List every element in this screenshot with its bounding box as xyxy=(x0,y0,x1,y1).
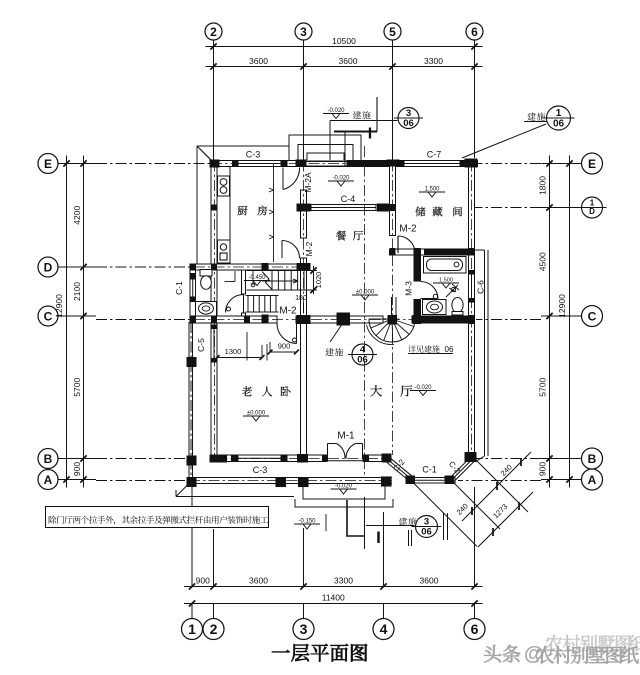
svg-text:4: 4 xyxy=(380,621,388,637)
svg-text:900: 900 xyxy=(196,576,210,586)
svg-text:M-2: M-2 xyxy=(304,241,314,256)
svg-text:3600: 3600 xyxy=(420,576,439,586)
svg-text:C-1: C-1 xyxy=(174,281,184,295)
svg-text:D: D xyxy=(44,260,53,274)
svg-text:A: A xyxy=(44,473,53,487)
svg-text:E: E xyxy=(588,157,596,171)
svg-text:3: 3 xyxy=(406,108,411,119)
svg-text:1.500: 1.500 xyxy=(439,278,453,284)
svg-text:A: A xyxy=(588,473,597,487)
svg-text:E: E xyxy=(44,157,52,171)
svg-text:06: 06 xyxy=(421,527,432,538)
svg-text:C-5: C-5 xyxy=(196,338,206,352)
svg-text:C: C xyxy=(44,309,53,323)
svg-text:C-3: C-3 xyxy=(253,465,268,475)
svg-text:@: @ xyxy=(524,643,544,665)
svg-text:900: 900 xyxy=(72,462,82,476)
svg-text:I: I xyxy=(368,126,372,143)
svg-text:M-1: M-1 xyxy=(337,431,355,442)
svg-text:06: 06 xyxy=(445,345,454,354)
svg-text:M-2: M-2 xyxy=(279,306,297,317)
svg-text:-0.020: -0.020 xyxy=(335,484,353,490)
svg-text:11400: 11400 xyxy=(322,593,345,603)
svg-text:3: 3 xyxy=(424,517,429,528)
svg-text:M-2A: M-2A xyxy=(303,172,313,193)
svg-text:2: 2 xyxy=(210,25,217,39)
svg-text:3: 3 xyxy=(300,25,307,39)
svg-text:3600: 3600 xyxy=(249,576,268,586)
svg-text:5: 5 xyxy=(389,25,396,39)
svg-text:06: 06 xyxy=(357,355,368,366)
svg-text:6: 6 xyxy=(471,621,479,637)
svg-text:1.500: 1.500 xyxy=(424,187,440,193)
svg-text:C-1: C-1 xyxy=(422,465,437,475)
svg-text:±0.000: ±0.000 xyxy=(247,411,266,417)
svg-text:3600: 3600 xyxy=(339,56,358,66)
svg-text:C-6: C-6 xyxy=(476,280,486,294)
svg-text:-0.020: -0.020 xyxy=(332,176,350,182)
svg-text:06: 06 xyxy=(403,118,414,129)
svg-text:I: I xyxy=(376,528,381,547)
svg-text:3600: 3600 xyxy=(249,56,268,66)
svg-text:4200: 4200 xyxy=(72,206,82,225)
svg-text:5700: 5700 xyxy=(538,378,548,397)
svg-text:C-3: C-3 xyxy=(246,150,261,160)
svg-text:1020: 1020 xyxy=(314,272,323,289)
svg-text:5700: 5700 xyxy=(72,378,82,397)
svg-text:2: 2 xyxy=(210,621,218,637)
svg-text:-0.450: -0.450 xyxy=(248,275,266,281)
svg-text:2100: 2100 xyxy=(72,282,82,301)
svg-text:M-3: M-3 xyxy=(404,281,414,296)
svg-text:3: 3 xyxy=(300,621,308,637)
svg-text:C-4: C-4 xyxy=(341,194,356,204)
svg-text:12900: 12900 xyxy=(557,294,567,318)
svg-text:3300: 3300 xyxy=(334,576,353,586)
svg-text:B: B xyxy=(44,452,53,466)
svg-text:4500: 4500 xyxy=(538,252,548,271)
svg-text:180: 180 xyxy=(295,295,307,302)
svg-text:900: 900 xyxy=(538,462,548,476)
svg-text:±0.000: ±0.000 xyxy=(356,290,375,296)
svg-text:6: 6 xyxy=(471,25,478,39)
svg-text:C-7: C-7 xyxy=(427,150,442,160)
svg-text:C: C xyxy=(588,309,597,323)
svg-text:1: 1 xyxy=(556,108,562,119)
svg-text:1300: 1300 xyxy=(225,347,242,356)
svg-text:-0.150: -0.150 xyxy=(298,519,316,525)
svg-text:12900: 12900 xyxy=(54,294,64,318)
svg-text:B: B xyxy=(588,452,597,466)
svg-text:1: 1 xyxy=(188,621,196,637)
svg-text:06: 06 xyxy=(553,119,565,130)
svg-text:M-2: M-2 xyxy=(399,224,417,235)
svg-text:1: 1 xyxy=(590,199,595,208)
svg-text:10500: 10500 xyxy=(332,36,356,46)
svg-text:1800: 1800 xyxy=(538,176,548,195)
svg-text:-0.020: -0.020 xyxy=(414,385,432,391)
svg-text:4: 4 xyxy=(360,345,366,356)
svg-text:D: D xyxy=(589,207,595,216)
svg-text:900: 900 xyxy=(278,342,291,351)
svg-text:3300: 3300 xyxy=(424,56,443,66)
svg-text:-0.020: -0.020 xyxy=(327,108,345,114)
